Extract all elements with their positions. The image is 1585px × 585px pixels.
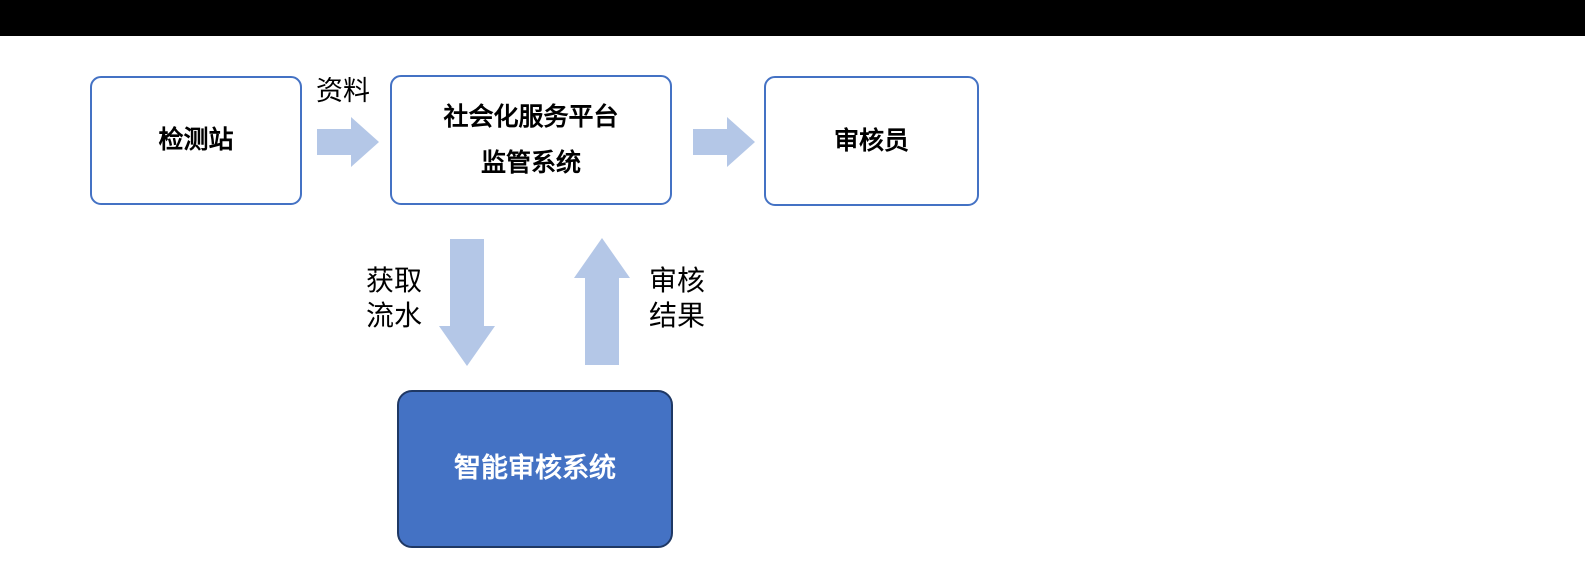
node-auditor-label: 审核员 [833, 126, 909, 155]
right-arrow-icon [317, 117, 379, 167]
node-auditor: 审核员 [764, 76, 979, 206]
up-arrow-shape [574, 238, 630, 365]
edge-label-audit-result-line2: 结果 [648, 300, 705, 332]
node-intelligent-audit-system-label: 智能审核系统 [454, 453, 616, 484]
top-black-bar [0, 0, 1585, 36]
edge-label-audit-result-line1: 审核 [648, 265, 705, 296]
right-arrow-shape [693, 117, 755, 167]
edge-label-fetch-records: 获取 流水 [356, 263, 432, 334]
edge-label-materials: 资料 [311, 74, 375, 108]
down-arrow-icon [439, 239, 495, 366]
node-testing-station: 检测站 [90, 76, 302, 205]
edge-label-audit-result: 审核 结果 [639, 263, 715, 334]
right-arrow-shape [317, 117, 379, 167]
up-arrow-icon [574, 238, 630, 365]
down-arrow-shape [439, 239, 495, 366]
node-supervision-platform-line1: 社会化服务平台 [443, 102, 619, 131]
node-supervision-platform-line2: 监管系统 [480, 149, 581, 177]
right-arrow-icon [693, 117, 755, 167]
node-supervision-platform: 社会化服务平台 监管系统 [390, 75, 672, 205]
edge-label-materials-text: 资料 [316, 76, 370, 106]
node-intelligent-audit-system: 智能审核系统 [397, 390, 673, 548]
edge-label-fetch-records-line1: 获取 [365, 265, 422, 296]
node-testing-station-label: 检测站 [158, 126, 234, 155]
edge-label-fetch-records-line2: 流水 [365, 300, 422, 332]
